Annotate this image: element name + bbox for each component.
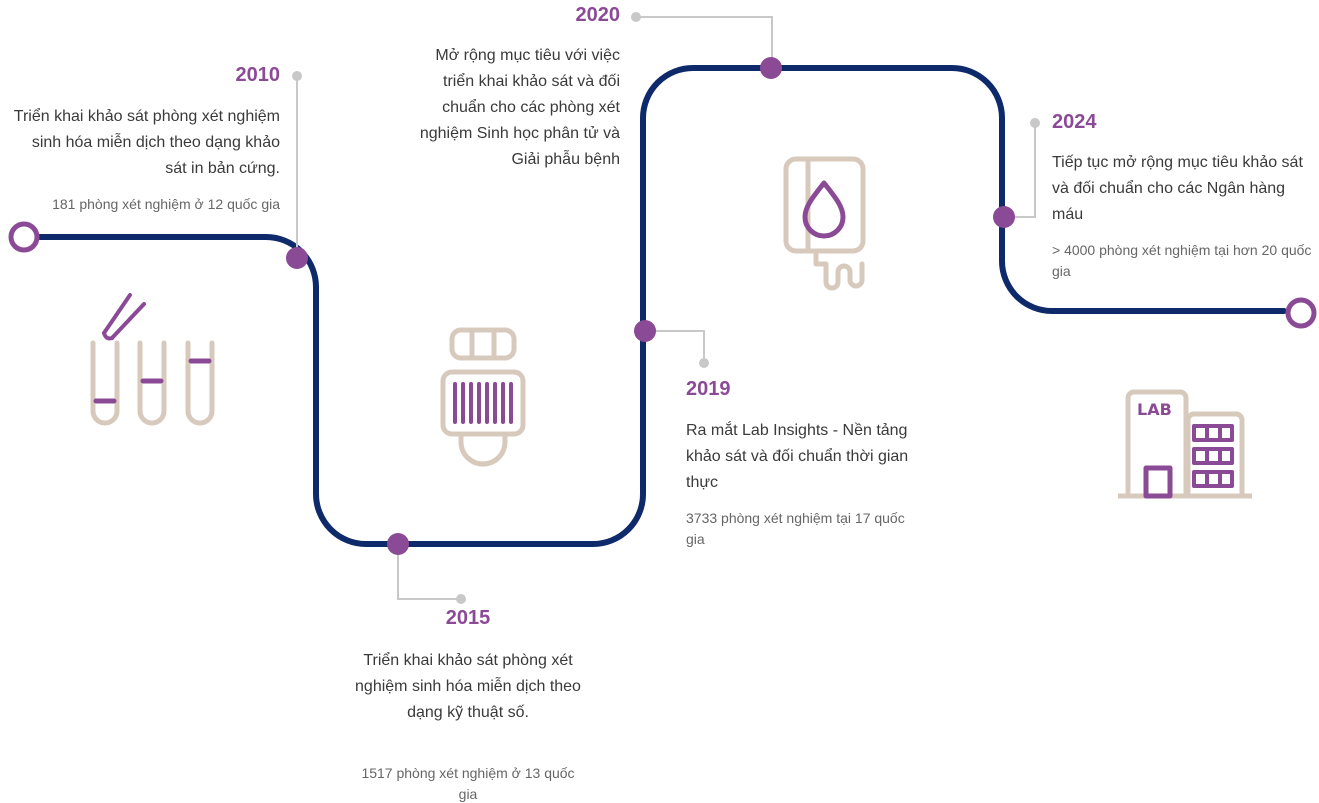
lab-sign-text: LAB xyxy=(1137,400,1172,419)
milestone-description-2024: Tiếp tục mở rộng mục tiêu khảo sát và đố… xyxy=(1052,154,1303,223)
milestone-dot-2010 xyxy=(286,247,308,269)
test-tubes-icon xyxy=(90,293,215,426)
milestone-stat-2019: 3733 phòng xét nghiệm tại 17 quốc gia xyxy=(686,510,905,547)
blood-bag-icon xyxy=(783,156,866,291)
sample-tube-icon xyxy=(440,327,526,467)
connector-2024 xyxy=(1012,123,1036,218)
milestone-description-2020: Mở rộng mục tiêu với việc triển khai khả… xyxy=(419,47,620,168)
milestone-dot-2019 xyxy=(634,320,656,342)
connector-2020 xyxy=(636,16,773,60)
timeline-end-ring xyxy=(1285,297,1317,329)
connector-2015 xyxy=(397,552,461,600)
milestone-year-2020: 2020 xyxy=(575,4,621,26)
connector-end-2020 xyxy=(631,12,641,22)
milestone-stat-2024: > 4000 phòng xét nghiệm tại hơn 20 quốc … xyxy=(1052,242,1312,279)
milestone-description-2019: Ra mắt Lab Insights - Nền tảng khảo sát … xyxy=(686,422,909,491)
connector-end-2019 xyxy=(699,358,709,368)
timeline-start-ring xyxy=(8,221,40,253)
milestone-year-2010: 2010 xyxy=(235,64,281,86)
lab-building-icon: LAB xyxy=(1118,389,1252,499)
timeline-path xyxy=(37,65,1287,547)
connector-end-2010 xyxy=(292,71,302,81)
milestone-dot-2024 xyxy=(993,206,1015,228)
milestone-year-2019: 2019 xyxy=(686,378,731,400)
milestone-dot-2015 xyxy=(387,533,409,555)
milestone-description-2015: Triển khai khảo sát phòng xét nghiệm sin… xyxy=(355,652,581,721)
connector-end-2015 xyxy=(456,594,466,604)
milestone-year-2024: 2024 xyxy=(1052,111,1097,133)
milestone-dot-2020 xyxy=(760,57,782,79)
milestone-stat-2015: 1517 phòng xét nghiệm ở 13 quốc gia xyxy=(361,765,575,802)
connector-end-2024 xyxy=(1030,118,1040,128)
milestone-description-2010: Triển khai khảo sát phòng xét nghiệm sin… xyxy=(13,108,280,177)
connector-2019 xyxy=(653,330,705,362)
milestone-year-2015: 2015 xyxy=(445,607,491,629)
milestone-stat-2010: 181 phòng xét nghiệm ở 12 quốc gia xyxy=(52,196,280,212)
